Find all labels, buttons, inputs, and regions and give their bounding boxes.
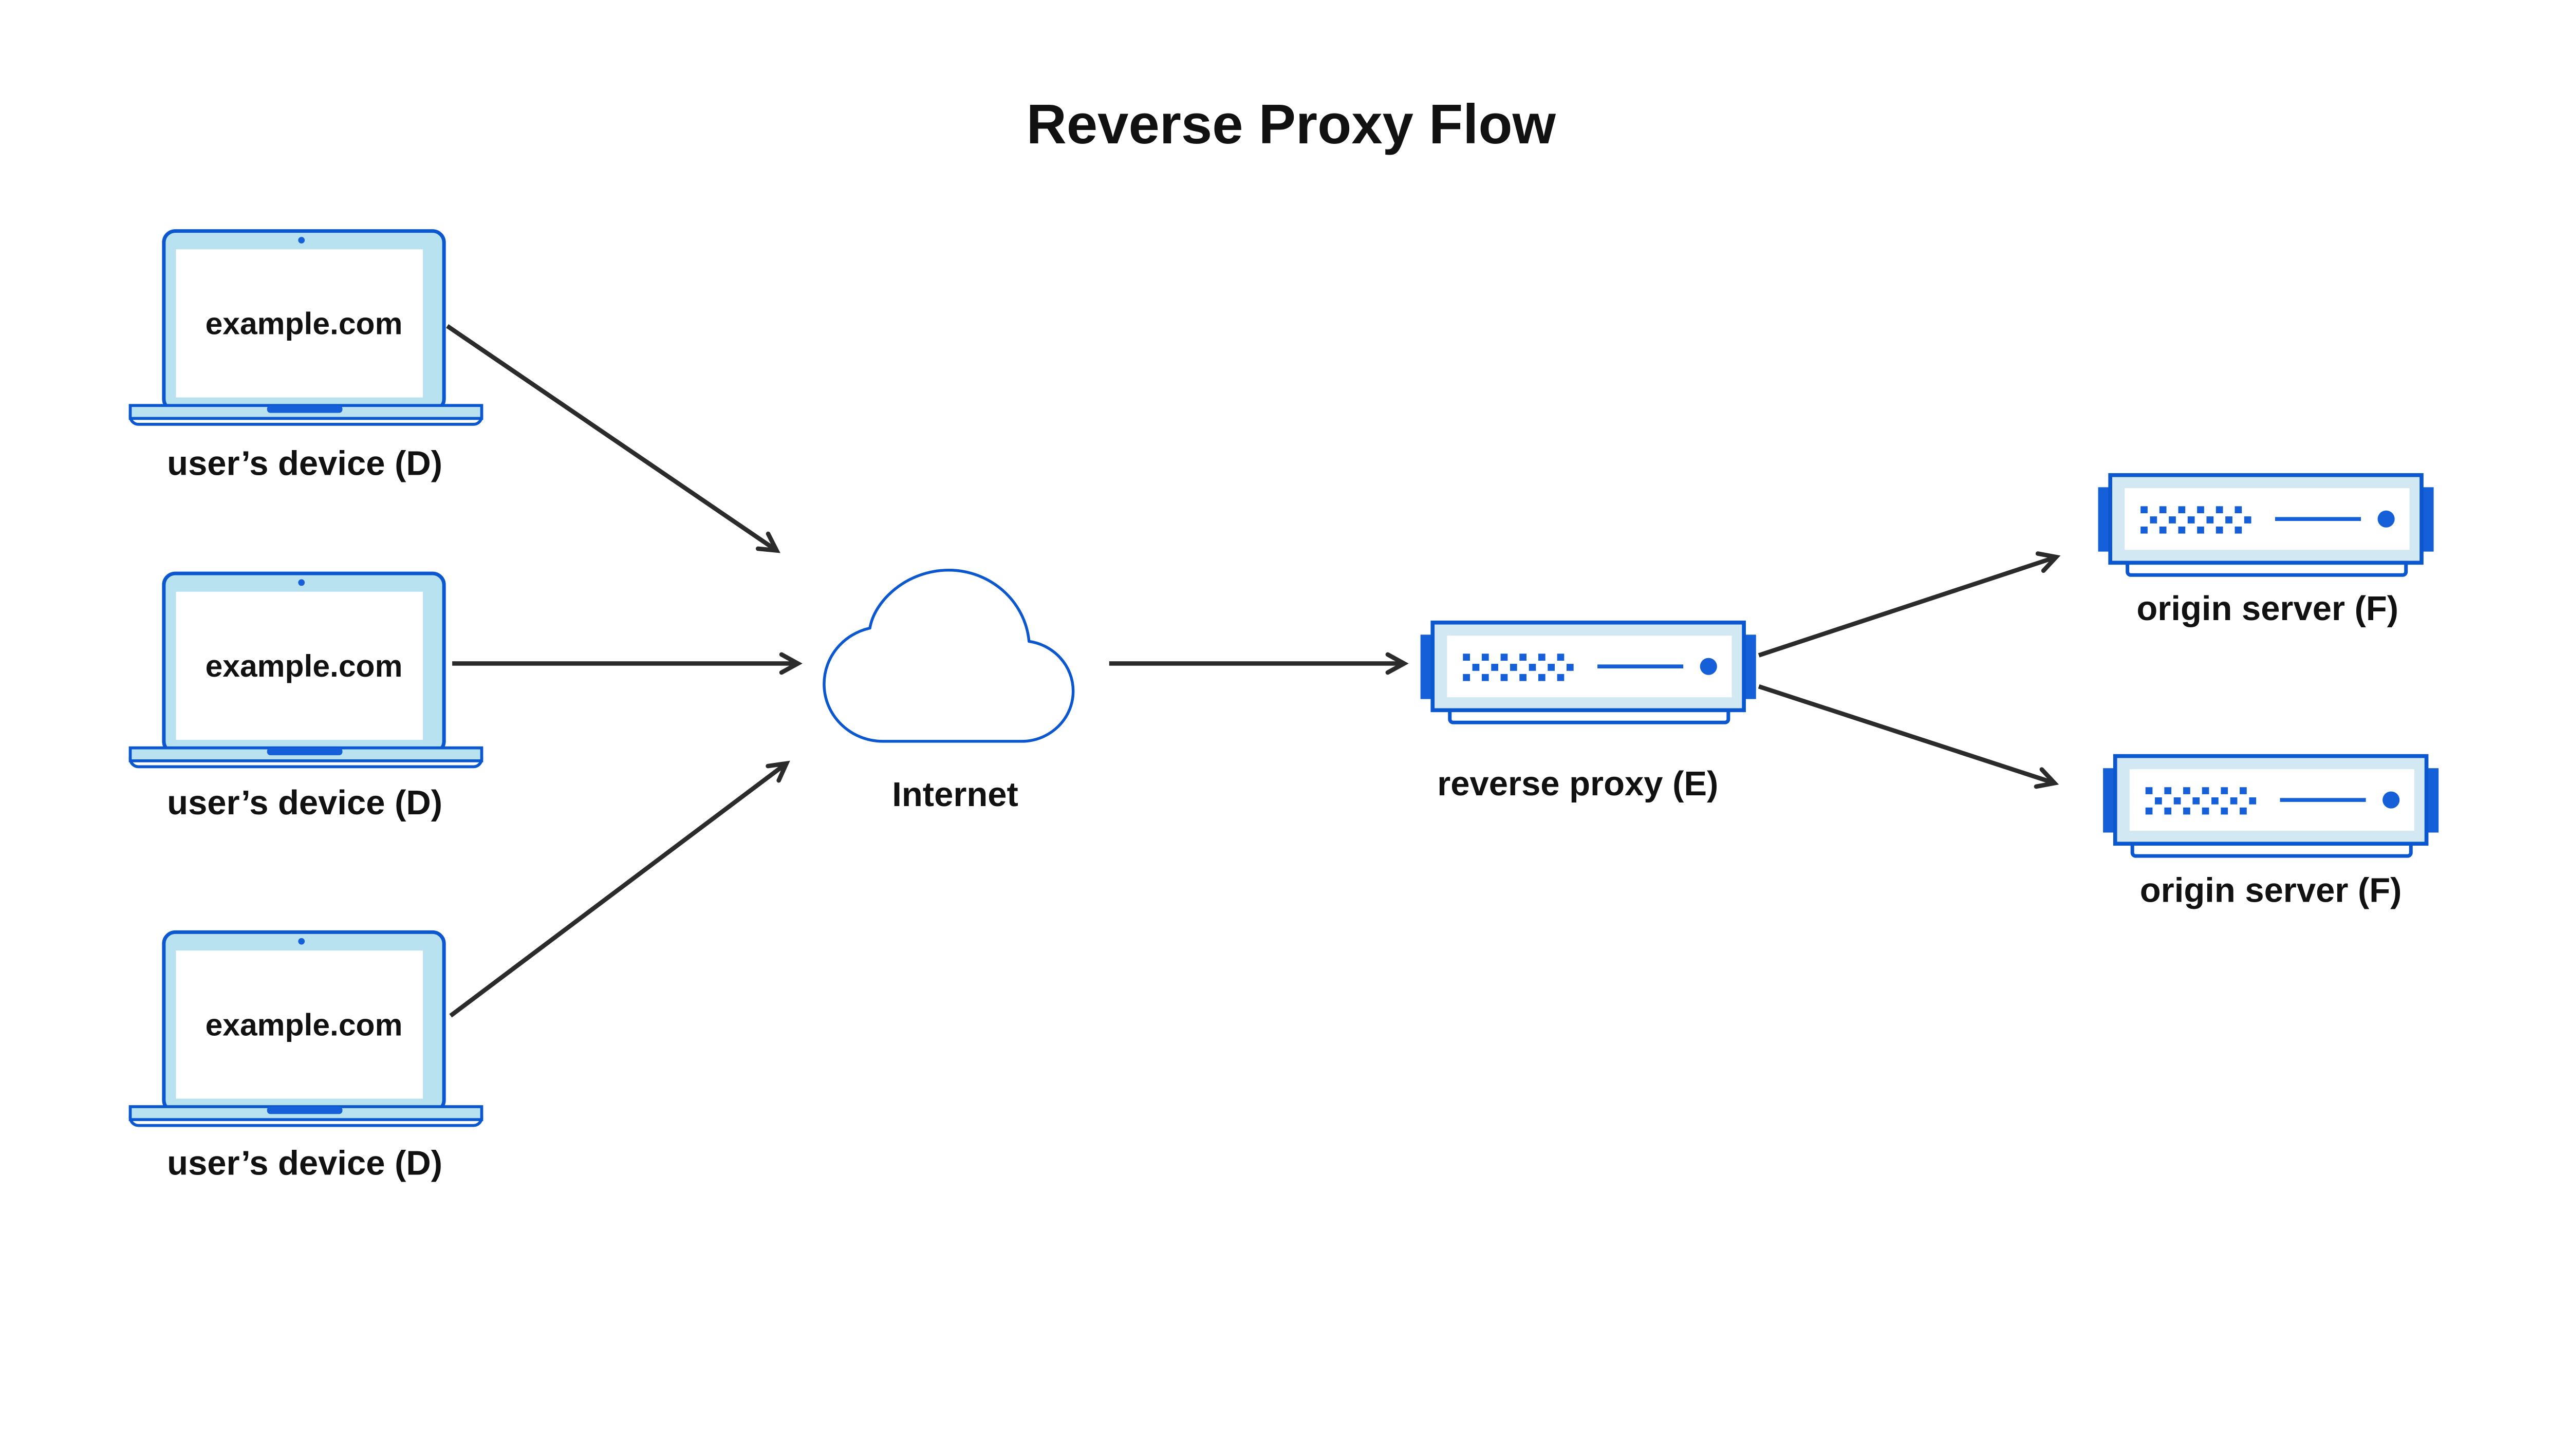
flow-arrows [446,324,2061,1018]
reverse-proxy-label: reverse proxy (E) [1437,764,1718,803]
node-origin-server-2: origin server (F) [2103,756,2438,909]
node-internet: Internet [824,570,1073,814]
device-2-screen-label: example.com [206,648,403,683]
arrow-proxy-to-origin2 [1758,684,2059,789]
origin-server-1-label: origin server (F) [2136,589,2398,628]
server-icon [2098,475,2434,575]
arrow-device1-to-internet [446,324,780,553]
device-3-screen-label: example.com [206,1007,403,1042]
cloud-icon [824,570,1073,741]
device-2-label: user’s device (D) [167,783,442,822]
internet-label: Internet [892,775,1018,814]
server-icon [1421,623,1756,723]
node-origin-server-1: origin server (F) [2098,475,2434,628]
node-user-device-1: example.com user’s device (D) [131,231,482,483]
page-title: Reverse Proxy Flow [1027,93,1556,155]
node-user-device-3: example.com user’s device (D) [131,932,482,1182]
arrow-device3-to-internet [449,760,790,1018]
arrow-proxy-to-origin1 [1758,551,2061,658]
node-user-device-2: example.com user’s device (D) [131,573,482,822]
device-3-label: user’s device (D) [167,1144,442,1182]
device-1-label: user’s device (D) [167,444,442,483]
origin-server-2-label: origin server (F) [2140,871,2402,909]
reverse-proxy-flow-diagram: Reverse Proxy Flow example.com user’s de… [128,93,2441,1183]
device-1-screen-label: example.com [206,306,403,341]
node-reverse-proxy: reverse proxy (E) [1421,623,1756,803]
server-icon [2103,756,2438,856]
